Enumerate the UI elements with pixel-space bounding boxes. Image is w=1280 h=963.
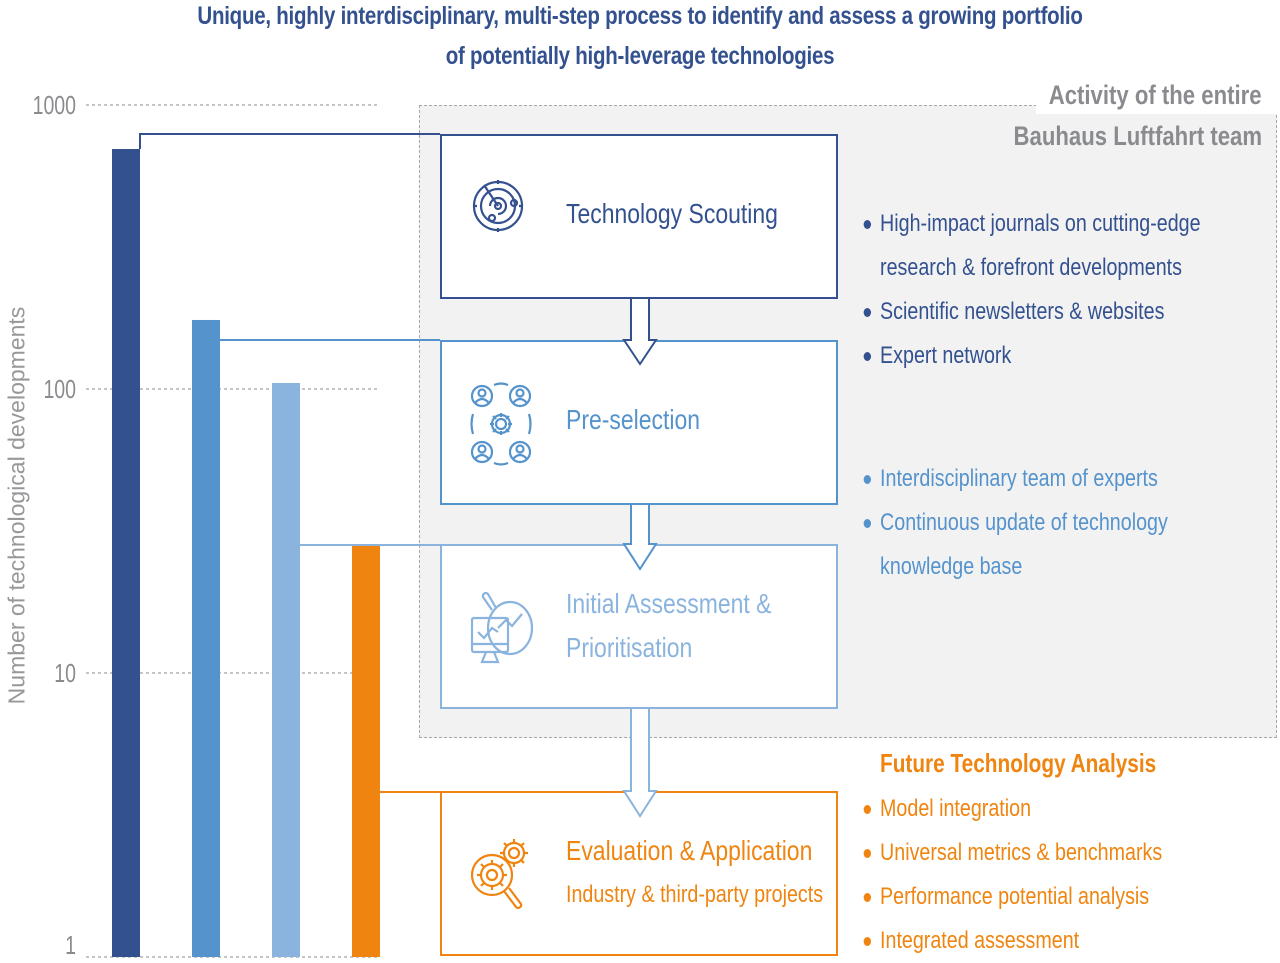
stage-subtitle: Industry & third-party projects [566,881,824,908]
diagram-title-line-1: Unique, highly interdisciplinary, multi-… [197,2,1083,30]
bullet-item: Expert network [862,334,1201,378]
bar-2 [192,319,220,958]
monitor-magnifier-chart-icon [470,586,534,675]
y-tick-100: 100 [43,374,76,404]
bullet-text: Integrated assessment [880,927,1080,954]
bar-3 [272,382,300,957]
bullet-item: Integrated assessment [862,919,1162,963]
stage-title-line-1: Initial Assessment & [566,588,772,619]
bar-1 [112,148,140,957]
arrow-scouting-to-preselection [622,299,658,366]
team-label-backdrop [1036,80,1280,114]
stage-title: Technology Scouting [566,198,778,229]
team-label-line-2: Bauhaus Luftfahrt team [1013,121,1262,151]
arrow-assessment-to-evaluation [622,709,658,818]
stage-title: Evaluation & Application [566,835,813,866]
bullet-text: Interdisciplinary team of experts [880,465,1158,492]
bullet-dot [863,937,872,946]
bullet-text: Scientific newsletters & websites [880,298,1165,325]
arrow-preselection-to-assessment [622,505,658,571]
bar-4 [352,546,380,957]
bullet-item: High-impact journals on cutting-edge res… [862,202,1201,290]
gears-magnifier-icon [470,837,530,922]
scouting-bullet-list: High-impact journals on cutting-edge res… [862,202,1275,378]
bullet-dot [863,849,872,858]
bullet-item: Scientific newsletters & websites [862,290,1201,334]
bullet-item: Performance potential analysis [862,875,1162,919]
stage-box-evaluation-application: Evaluation & Application Industry & thir… [440,791,838,956]
stage-box-technology-scouting: Technology Scouting [440,134,838,299]
bullet-text: Universal metrics & benchmarks [880,839,1163,866]
bullet-dot [863,519,872,528]
team-label-line-1: Activity of the entire [1049,80,1262,110]
team-bullet-list: Interdisciplinary team of experts Contin… [862,457,1235,589]
diagram-title-line-2: of potentially high-leverage technologie… [445,42,835,70]
bullet-text: High-impact journals on cutting-edge [880,210,1201,237]
bullet-text-continued: knowledge base [880,553,1023,580]
bullet-item: Universal metrics & benchmarks [862,831,1162,875]
y-tick-1000: 1000 [32,90,76,120]
bullet-text: Expert network [880,342,1012,369]
bullet-dot [863,805,872,814]
stage-title-line-2: Prioritisation [566,632,693,663]
stage-box-initial-assessment: Initial Assessment & Prioritisation [440,544,838,709]
stage-title: Pre-selection [566,404,700,435]
bullet-item: Model integration [862,787,1162,831]
radar-icon [470,176,526,241]
y-tick-10: 10 [54,658,76,688]
bullet-item: Interdisciplinary team of experts [862,457,1168,501]
future-bullet-list: Model integration Universal metrics & be… [862,787,1228,963]
bullet-dot [863,352,872,361]
connector-1 [139,133,440,149]
bullet-item: Continuous update of technology knowledg… [862,501,1168,589]
team-gear-icon [470,380,534,473]
stage-box-pre-selection: Pre-selection [440,340,838,505]
bullet-text-continued: research & forefront developments [880,254,1182,281]
bullet-text: Continuous update of technology [880,509,1168,536]
bullet-text: Model integration [880,795,1032,822]
future-analysis-title: Future Technology Analysis [880,748,1157,778]
bullet-dot [863,220,872,229]
bullet-text: Performance potential analysis [880,883,1150,910]
bullet-dot [863,308,872,317]
y-tick-1: 1 [65,930,76,960]
bullet-dot [863,893,872,902]
bullet-dot [863,475,872,484]
